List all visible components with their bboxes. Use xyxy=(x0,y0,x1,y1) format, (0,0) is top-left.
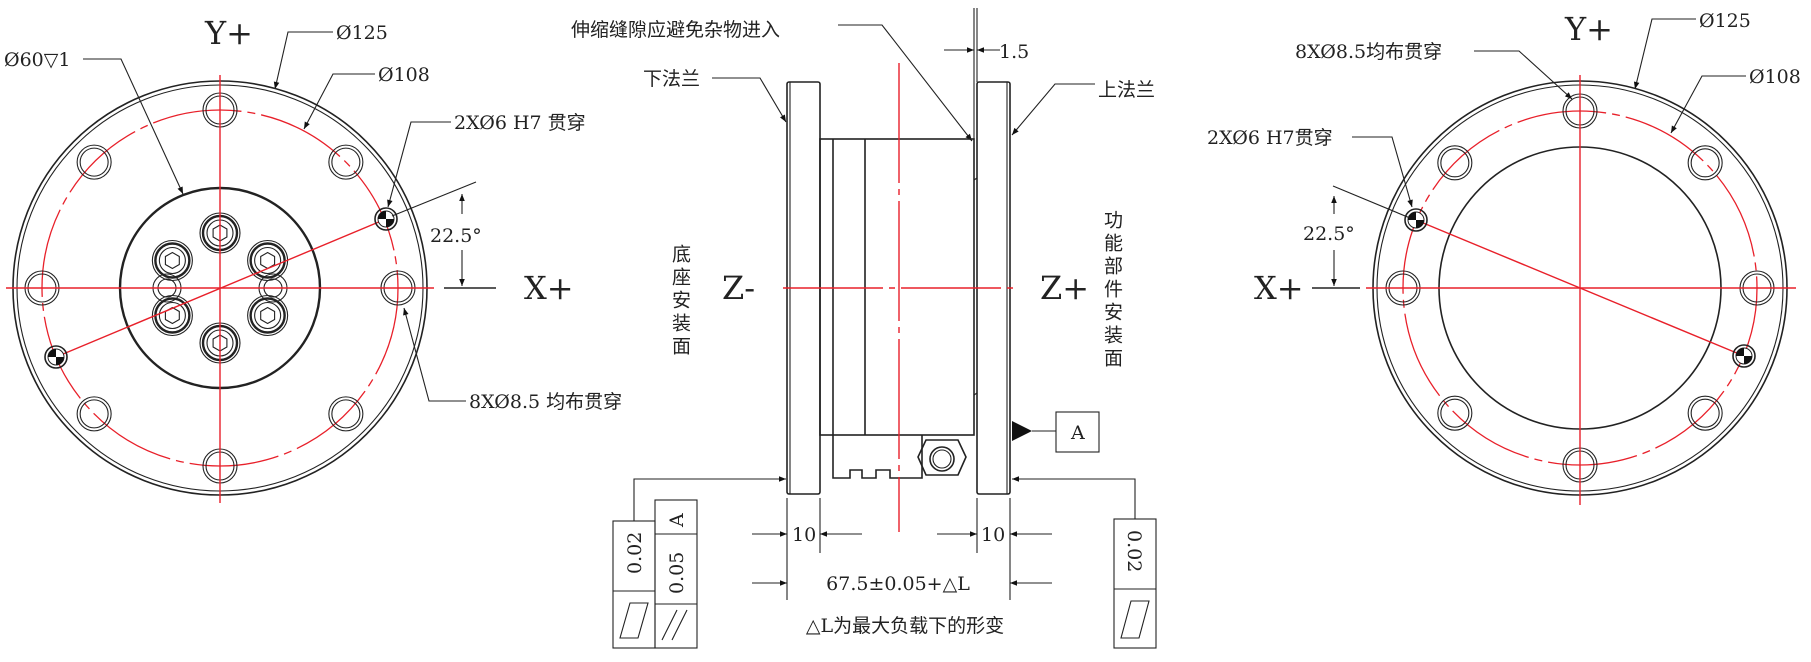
d125-label: Ø125 xyxy=(336,22,388,44)
holes-label: 8XØ8.5均布贯穿 xyxy=(1295,41,1442,63)
side-view: 伸缩缝隙应避免杂物进入 Z- Z+ 底座安装面 功能部件安装面 下法兰 上法兰 xyxy=(571,8,1157,649)
dowel-symbol-2 xyxy=(1732,344,1756,368)
angle-label: 22.5° xyxy=(430,225,482,247)
z-plus-label: Z+ xyxy=(1040,269,1089,307)
flatness-value: 0.02 xyxy=(1123,530,1145,572)
bolt-hole xyxy=(328,396,364,432)
dowel-leader xyxy=(387,121,451,208)
dowel-symbol-2 xyxy=(44,345,68,369)
bolt-hole xyxy=(1437,395,1473,431)
delta-note: △L为最大负载下的形变 xyxy=(806,615,1004,637)
dowel-centerline xyxy=(1415,219,1745,357)
bolt-hole xyxy=(1687,145,1723,181)
right-view: Y+ X+ Ø125 Ø108 8XØ8.5均布贯穿 2XØ6 H7贯穿 22.… xyxy=(1207,10,1801,505)
x-axis-label: X+ xyxy=(524,269,574,307)
left-view: Y+ X+ Ø125 Ø108 Ø60▽1 2XØ6 H7 贯穿 22.5° 8… xyxy=(4,14,622,503)
bolt-hole xyxy=(1687,395,1723,431)
d108-label: Ø108 xyxy=(1749,66,1801,88)
angle-extension xyxy=(391,181,477,217)
bolt-hole xyxy=(76,144,112,180)
dowel-label: 2XØ6 H7贯穿 xyxy=(1207,127,1333,149)
fcf-flatness-right: 0.02 xyxy=(1113,518,1157,649)
base-surface-label: 底座安装面 xyxy=(669,244,691,359)
parallel-value: 0.05 xyxy=(666,552,688,594)
dim-left-flange: 10 xyxy=(792,524,816,546)
function-surface-label: 功能部件安装面 xyxy=(1101,210,1123,371)
y-axis-label: Y+ xyxy=(1564,10,1613,48)
gap-dimension: 1.5 xyxy=(999,41,1029,63)
bolt-hole xyxy=(328,144,364,180)
datum-label: A xyxy=(1070,422,1085,444)
gap-note-leader xyxy=(838,24,973,142)
flatness-icon xyxy=(619,602,649,639)
holes-leader xyxy=(403,307,466,402)
fcf-flatness-left: 0.02 xyxy=(612,520,656,649)
body-lower-profile xyxy=(832,435,923,479)
angle-label: 22.5° xyxy=(1303,223,1355,245)
d108-label: Ø108 xyxy=(378,64,430,86)
dowel-centerline xyxy=(55,218,387,358)
flatness-icon xyxy=(1120,600,1150,639)
flatness-value: 0.02 xyxy=(624,532,646,574)
d60-leader xyxy=(83,58,184,195)
fcf-parallelism-left: A 0.05 xyxy=(654,499,698,649)
dim-total: 67.5±0.05+△L xyxy=(826,573,970,595)
bolt-hole xyxy=(1437,145,1473,181)
x-axis-label: X+ xyxy=(1254,269,1304,307)
dowel-symbol-1 xyxy=(1404,208,1428,232)
d125-leader xyxy=(273,31,333,90)
dowel-label: 2XØ6 H7 贯穿 xyxy=(454,112,586,134)
d108-leader xyxy=(303,73,375,130)
holes-label: 8XØ8.5 均布贯穿 xyxy=(469,391,622,413)
dim-right-flange: 10 xyxy=(981,524,1005,546)
gap-note: 伸缩缝隙应避免杂物进入 xyxy=(571,19,780,41)
bolt-hole xyxy=(76,396,112,432)
datum-a: A xyxy=(1012,411,1100,453)
dowel-symbol-1 xyxy=(374,207,398,231)
z-minus-label: Z- xyxy=(722,269,755,307)
y-axis-label: Y+ xyxy=(204,14,253,52)
hex-socket-icon xyxy=(260,306,276,325)
sensor-body xyxy=(819,138,975,436)
d60-label: Ø60▽1 xyxy=(4,49,70,71)
hex-socket-icon xyxy=(164,251,180,270)
cable-connector xyxy=(917,439,967,476)
d125-label: Ø125 xyxy=(1699,10,1751,32)
upper-flange-label: 上法兰 xyxy=(1098,79,1155,101)
lower-flange-label: 下法兰 xyxy=(643,68,700,90)
parallel-datum: A xyxy=(666,513,688,528)
parallel-icon xyxy=(661,609,678,641)
